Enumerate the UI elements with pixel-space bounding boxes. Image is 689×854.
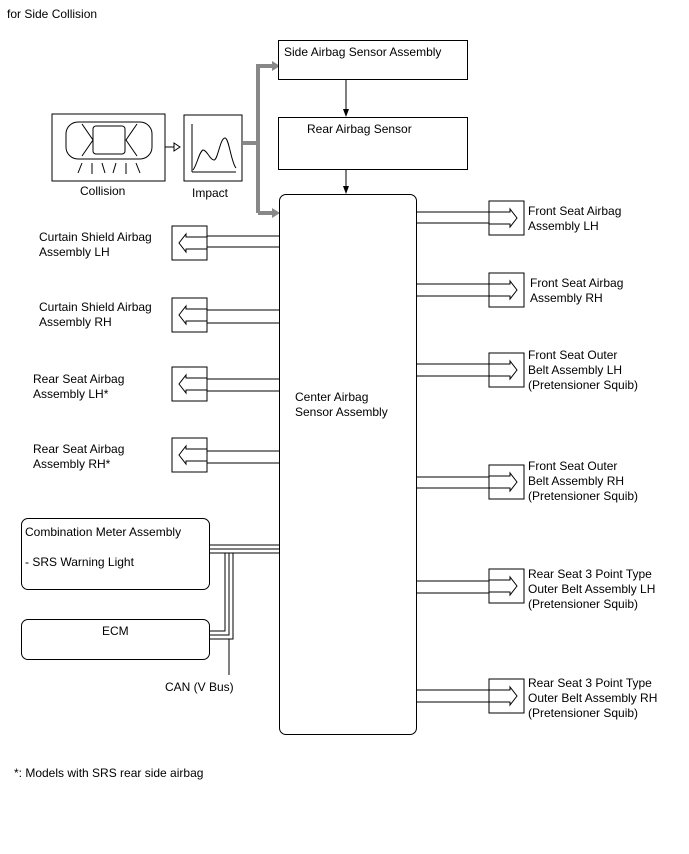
right-squib-connector-2	[488, 352, 525, 388]
right-squib-label-3: Front Seat Outer Belt Assembly RH (Prete…	[528, 459, 639, 503]
right-squib-label-4: Rear Seat 3 Point Type Outer Belt Assemb…	[528, 567, 656, 611]
right-squib-label-0: Front Seat Airbag Assembly LH	[528, 204, 622, 233]
right-squib-connector-4	[488, 568, 525, 604]
left-squib-label-2: Rear Seat Airbag Assembly LH*	[33, 372, 125, 401]
right-squib-label-5: Rear Seat 3 Point Type Outer Belt Assemb…	[528, 676, 658, 720]
squib-connectors	[171, 200, 525, 714]
side-airbag-sensor-label: Side Airbag Sensor Assembly	[284, 45, 442, 59]
squib-arrow-icon	[178, 232, 207, 254]
right-squib-connector-3	[488, 464, 525, 500]
squib-arrow-icon	[489, 207, 518, 229]
side-airbag-sensor-box: Side Airbag Sensor Assembly	[278, 40, 468, 80]
impact-graph-icon	[183, 114, 243, 182]
squib-arrow-icon	[489, 359, 518, 381]
rear-airbag-sensor-box: Rear Airbag Sensor	[278, 117, 468, 170]
left-squib-connector-1	[171, 297, 208, 333]
right-squib-connector-1	[488, 272, 525, 308]
left-squib-label-0: Curtain Shield Airbag Assembly LH	[39, 230, 152, 259]
impact-label: Impact	[192, 186, 229, 200]
left-squib-wires	[207, 235, 279, 464]
squib-arrow-icon	[178, 304, 207, 326]
squib-arrow-icon	[489, 471, 518, 493]
left-squib-connector-2	[171, 366, 208, 402]
can-bus-label: CAN (V Bus)	[165, 680, 234, 694]
squib-arrow-icon	[489, 575, 518, 597]
right-squib-connector-0	[488, 200, 525, 236]
right-squib-connector-5	[488, 678, 525, 714]
impact-signal-arrows	[243, 64, 272, 215]
left-squib-connector-3	[171, 437, 208, 473]
srs-warning-light-label: - SRS Warning Light	[25, 555, 134, 569]
diagram-title: for Side Collision	[7, 7, 98, 21]
combination-meter-title: Combination Meter Assembly	[25, 525, 182, 539]
collision-to-impact-arrow	[165, 142, 181, 152]
footnote: *: Models with SRS rear side airbag	[14, 766, 204, 780]
rear-airbag-sensor-label: Rear Airbag Sensor	[307, 122, 412, 136]
left-squib-label-3: Rear Seat Airbag Assembly RH*	[33, 442, 125, 471]
left-squib-connector-0	[171, 225, 208, 261]
squib-arrow-icon	[489, 685, 518, 707]
right-squib-label-2: Front Seat Outer Belt Assembly LH (Prete…	[528, 348, 639, 392]
ecm-box: ECM	[21, 619, 210, 660]
squib-arrow-icon	[178, 444, 207, 466]
collision-label: Collision	[80, 184, 126, 198]
squib-arrow-icon	[178, 373, 207, 395]
center-airbag-sensor-label: Center Airbag Sensor Assembly	[295, 390, 388, 419]
center-airbag-sensor-box: Center Airbag Sensor Assembly	[279, 194, 417, 735]
combination-meter-box: Combination Meter Assembly - SRS Warning…	[21, 518, 210, 590]
ecm-label: ECM	[102, 624, 129, 638]
right-squib-label-1: Front Seat Airbag Assembly RH	[530, 276, 624, 305]
right-squib-wires	[416, 211, 489, 703]
collision-car-icon	[51, 113, 166, 182]
squib-arrow-icon	[489, 279, 518, 301]
left-squib-label-1: Curtain Shield Airbag Assembly RH	[39, 300, 152, 329]
can-bus-wires	[209, 544, 279, 675]
